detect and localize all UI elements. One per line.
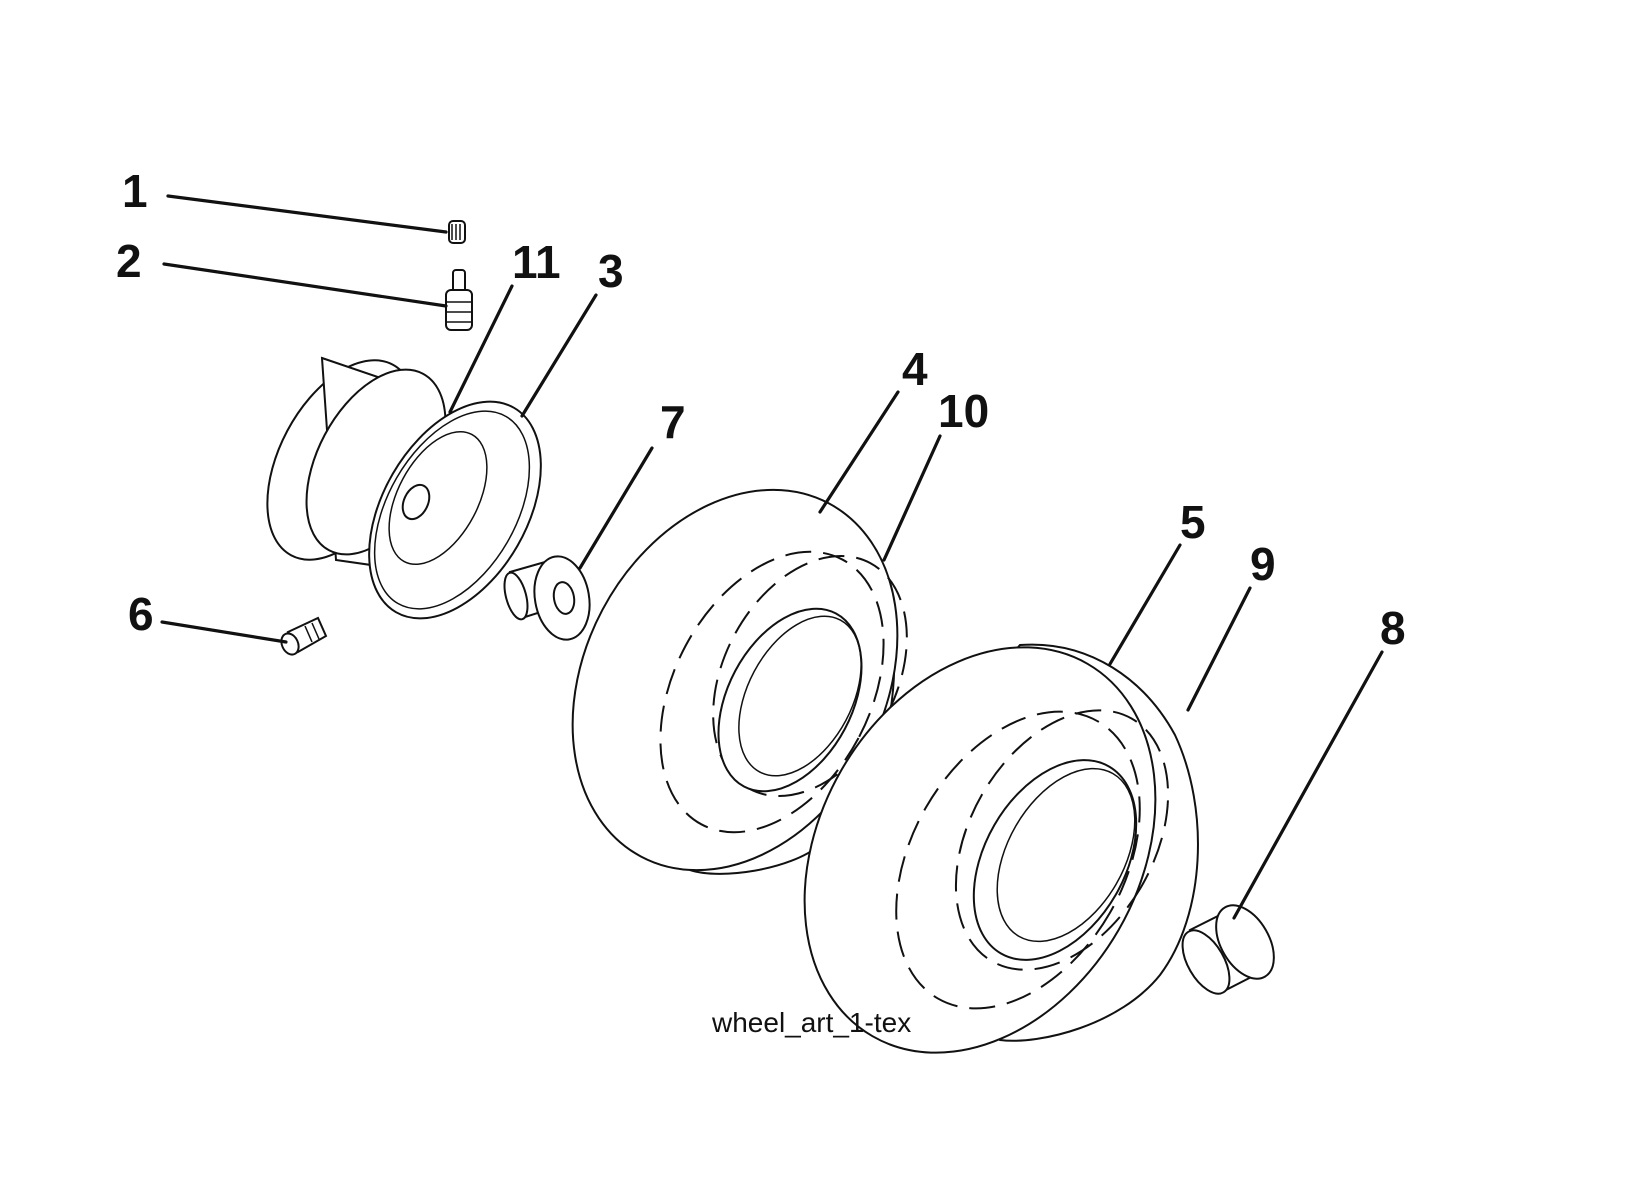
callout-11: 11 (512, 236, 561, 288)
leader-1 (166, 194, 448, 234)
leader-6 (160, 620, 288, 644)
wheel-rim (266, 356, 542, 620)
callout-5: 5 (1180, 496, 1206, 548)
leader-7 (578, 446, 654, 570)
grease-fitting (280, 616, 328, 656)
callout-1: 1 (122, 165, 148, 217)
leader-11 (448, 284, 514, 414)
callout-7: 7 (660, 396, 686, 448)
callout-3: 3 (598, 245, 624, 297)
leader-2 (162, 262, 448, 308)
leader-10 (882, 434, 942, 562)
leader-4 (818, 390, 900, 514)
callout-10: 10 (938, 385, 989, 437)
flanged-bushing (503, 555, 591, 641)
leader-8 (1232, 650, 1384, 920)
leader-lines (160, 194, 1384, 920)
bushing-sleeve (1181, 904, 1275, 995)
valve-cap (448, 220, 466, 244)
leader-9 (1186, 586, 1252, 712)
tire-rear (803, 643, 1199, 1054)
callout-4: 4 (902, 343, 928, 395)
figure-caption: wheel_art_1-tex (711, 1007, 911, 1038)
tire-front (571, 488, 908, 875)
leader-3 (520, 293, 598, 418)
callout-9: 9 (1250, 538, 1276, 590)
valve-stem (445, 269, 473, 331)
callout-2: 2 (116, 235, 142, 287)
leader-5 (1108, 543, 1182, 666)
callout-6: 6 (128, 588, 154, 640)
callouts: 1 2 11 3 4 10 7 5 9 8 6 (116, 165, 1406, 654)
callout-8: 8 (1380, 602, 1406, 654)
